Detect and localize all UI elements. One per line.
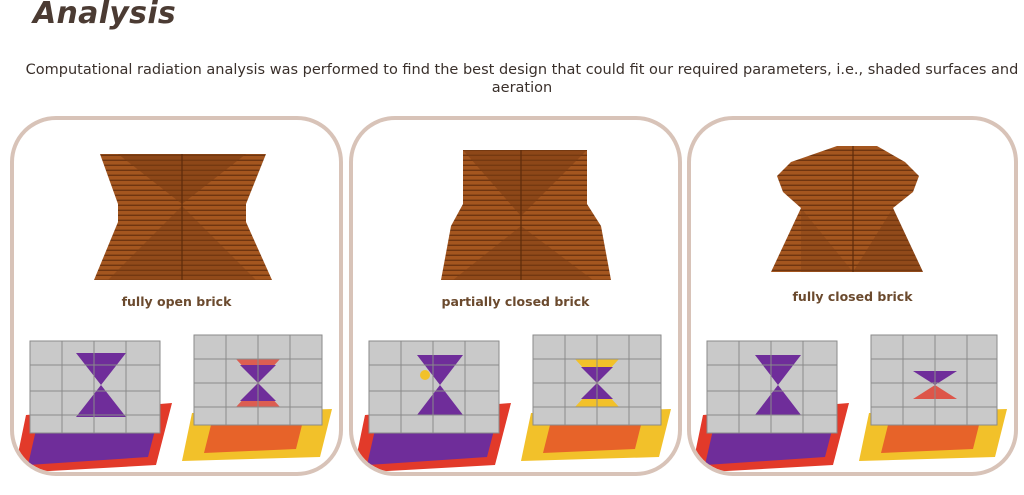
card-partially-closed-brick: partially closed brick [349, 116, 682, 476]
card-fully-open-brick: fully open brick [10, 116, 343, 476]
caption-fully-closed-brick: fully closed brick [792, 289, 913, 304]
brick-render-fully-open [14, 146, 339, 286]
intro-text: Computational radiation analysis was per… [25, 62, 1019, 96]
card-fully-closed-brick: fully closed brick [687, 116, 1018, 476]
caption-fully-open-brick: fully open brick [121, 294, 232, 309]
brick-render-partially-closed [353, 146, 678, 286]
radiation-analysis-models-2 [353, 325, 678, 472]
radiation-analysis-models-1 [14, 325, 339, 472]
page-title: Analysis [33, 0, 177, 31]
caption-partially-closed-brick: partially closed brick [441, 294, 590, 309]
brick-render-fully-closed [691, 146, 1014, 286]
radiation-analysis-models-3 [691, 325, 1014, 472]
